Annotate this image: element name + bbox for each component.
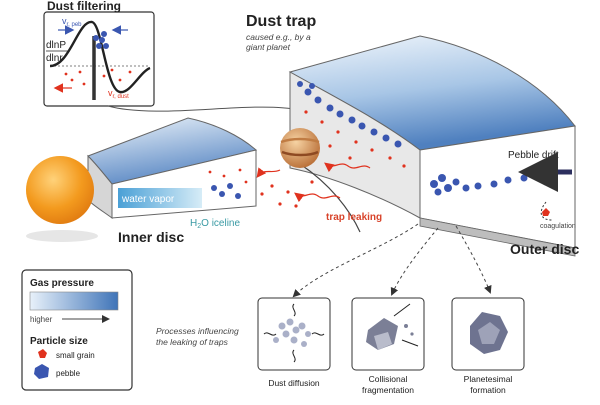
outer-disc-cut [289,71,421,219]
inner-disc-label: Inner disc [118,229,184,245]
planetesimal-label-2: formation [470,385,506,395]
inset-title: Dust filtering [47,0,121,13]
legend-gas-arrow-label: higher [30,315,53,324]
small-grain-icon [38,349,47,358]
fragmentation-label-1: Collisional [369,374,408,384]
process-dust-diffusion: Dust diffusion [257,297,331,388]
coagulation-grain [542,208,550,216]
inset-small-grains [64,68,132,86]
process-planetesimal-formation: Planetesimal formation [451,297,525,395]
legend-pebble: pebble [56,369,81,378]
star [26,156,94,224]
v-dust-label: vr, dust [108,88,129,100]
water-vapor-label: water vapor [121,194,175,205]
dust-filtering-inset: Dust filtering vr, peb dlnP dlnr vr, dus… [43,0,155,107]
pebble-drift: Pebble drift [508,150,572,192]
gas-pressure-gradient [29,291,119,311]
ratio-top: dlnP [46,40,66,51]
fragmentation-label-2: fragmentation [362,385,414,395]
pebble-drift-label: Pebble drift [508,150,559,161]
legend: Gas pressure higher Particle size small … [21,269,133,391]
outer-disc-bottom [419,217,576,257]
iceline-label: H2O iceline [190,218,240,230]
inner-disc-cut [87,154,113,219]
processes-heading-1: Processes influencing [156,326,239,336]
coagulation-cycle: coagulation [540,201,576,230]
pressure-gradient-curve [49,20,151,94]
process-collisional-fragmentation: Collisional fragmentation [351,297,425,395]
process-arrows [292,223,492,298]
cut-face-pebbles [297,81,402,148]
outer-disc: coagulation [288,35,576,257]
subtitle-line-1: caused e.g., by a [246,32,311,42]
legend-gas-title: Gas pressure [30,278,94,289]
inset-pebbles [93,31,109,49]
inset-frame [43,11,155,107]
trap-leaking-arrows [256,162,371,203]
dust-diffusion-box [257,297,331,371]
main-title: Dust trap [246,13,316,30]
legend-particle-title: Particle size [30,336,88,347]
subtitle-line-2: giant planet [246,42,291,52]
inset-connector [107,105,301,112]
coagulation-label: coagulation [540,223,576,230]
trap-leaking-label: trap leaking [326,212,382,223]
leaking-grains [260,180,314,208]
cut-face-grains [304,110,406,168]
planetesimal-label-1: Planetesimal [464,374,513,384]
outer-disc-label: Outer disc [510,241,579,257]
inner-disc: water vapor [87,117,258,219]
water-vapor-band [118,188,202,208]
dust-diffusion-label: Dust diffusion [268,378,320,388]
inner-grains [208,168,248,184]
v-peb-label: vr, peb [62,16,82,28]
ratio-bottom: dlnr [46,53,63,64]
legend-small-grain: small grain [56,351,95,360]
inner-pebbles [211,183,241,199]
pebble-icon [34,364,49,379]
processes-heading-2: the leaking of traps [156,337,229,347]
star-shadow [26,230,98,242]
giant-planet [280,128,361,233]
